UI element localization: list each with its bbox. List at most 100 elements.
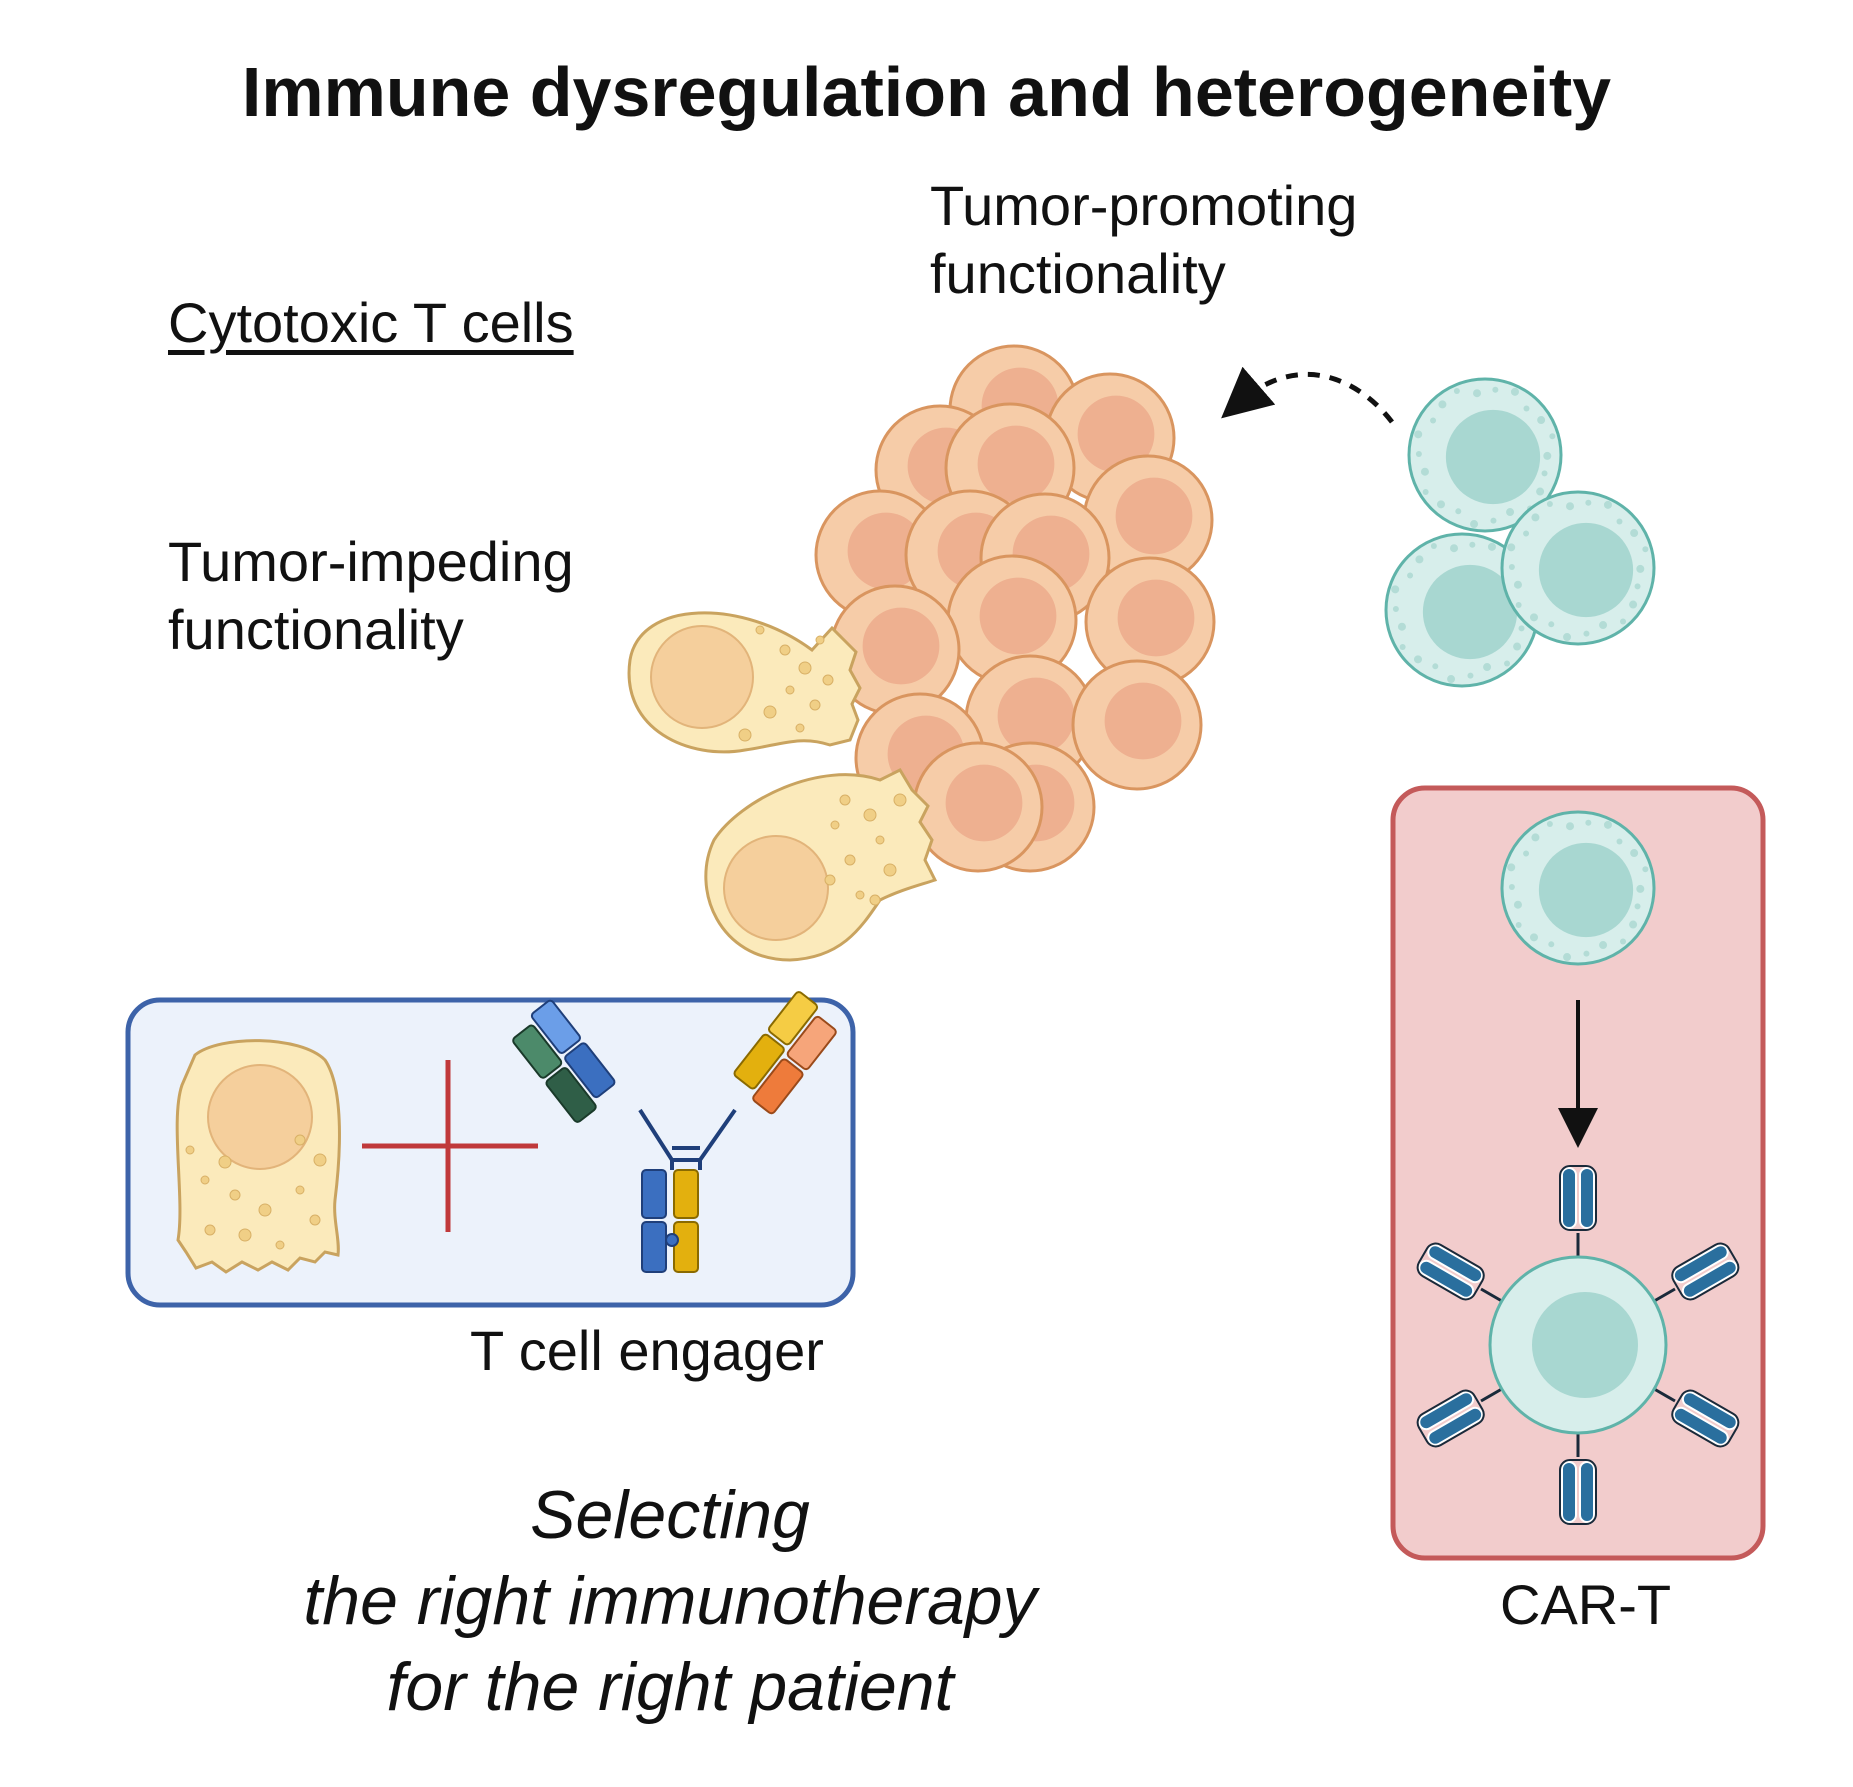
t-cell-icon xyxy=(1500,810,1656,966)
granule-dot xyxy=(883,863,897,877)
granule-dot xyxy=(1543,451,1552,460)
tumor-impeding-line-1: Tumor-impeding xyxy=(168,530,574,593)
granule-dot xyxy=(1634,903,1641,910)
granule-dot xyxy=(869,894,881,906)
granule-dot xyxy=(798,661,812,675)
granule-dot xyxy=(1483,663,1492,672)
granule-dot xyxy=(1630,849,1639,858)
granule-dot xyxy=(1392,606,1399,613)
granule-dot xyxy=(755,625,765,635)
car-receptor-icon xyxy=(1416,1242,1485,1301)
granule-dot xyxy=(1563,633,1572,642)
diagram-title: Immune dysregulation and heterogeneity xyxy=(241,53,1612,131)
granule-dot xyxy=(1455,508,1462,515)
cytotoxic-t-cells-label: Cytotoxic T cells xyxy=(168,291,574,354)
granule-dot xyxy=(238,1228,252,1242)
granule-dot xyxy=(1636,564,1645,573)
granule-dot xyxy=(1634,583,1641,590)
granule-dot xyxy=(1436,500,1445,509)
granule-dot xyxy=(1430,417,1437,424)
granule-dot xyxy=(1422,488,1429,495)
t-cell-icon xyxy=(1407,377,1563,533)
tagline-line-3: for the right patient xyxy=(386,1649,954,1725)
granule-dot xyxy=(1397,622,1406,631)
tumor-impeding-line-2: functionality xyxy=(168,598,464,661)
tumor-cell-icon xyxy=(1071,659,1203,791)
t-cell-icon xyxy=(1500,810,1656,966)
granule-dot xyxy=(1566,822,1575,831)
car-receptor-icon xyxy=(1559,1165,1597,1231)
granule-dot xyxy=(1415,451,1422,458)
cytotoxic-t-cell-icon xyxy=(704,768,938,962)
t-cell-icon xyxy=(1384,532,1540,688)
granule-dot xyxy=(295,1185,305,1195)
granule-dot xyxy=(1487,542,1496,551)
granule-dot xyxy=(785,685,795,695)
granule-dot xyxy=(1391,585,1400,594)
t-cell-group xyxy=(1384,377,1656,688)
cytotoxic-granules xyxy=(185,1134,327,1250)
granule-dot xyxy=(1566,502,1575,511)
granule-dot xyxy=(1432,663,1439,670)
granule-dot xyxy=(1541,470,1548,477)
granule-dot xyxy=(1523,405,1530,412)
granule-dot xyxy=(1537,416,1546,425)
granule-dot xyxy=(875,835,885,845)
granule-dot xyxy=(893,793,907,807)
bispecific-antibody-icon xyxy=(512,991,837,1273)
granule-dot xyxy=(1515,601,1522,608)
tumor-promoting-label: Tumor-promoting functionality xyxy=(930,172,1357,308)
granule-dot xyxy=(1616,838,1623,845)
granule-dot xyxy=(1642,546,1649,553)
granule-dot xyxy=(1508,564,1515,571)
granule-dot xyxy=(822,674,834,686)
granule-dot xyxy=(1583,630,1590,637)
granule-dot xyxy=(1450,544,1459,553)
granule-dot xyxy=(1642,866,1649,873)
granule-dot xyxy=(1508,884,1515,891)
t-cell-icon xyxy=(1500,490,1656,646)
granule-dot xyxy=(1513,580,1522,589)
granule-dot xyxy=(1549,433,1556,440)
granule-dot xyxy=(294,1134,306,1146)
granule-dot xyxy=(1467,672,1474,679)
plus-icon xyxy=(362,1060,538,1232)
granule-dot xyxy=(1515,921,1522,928)
granule-dot xyxy=(1469,541,1476,548)
granule-dot xyxy=(830,820,840,830)
granule-dot xyxy=(1523,530,1530,537)
granule-dot xyxy=(839,794,851,806)
granule-dot xyxy=(1507,863,1516,872)
granule-dot xyxy=(1548,621,1555,628)
granule-dot xyxy=(1629,920,1638,929)
granule-dot xyxy=(815,635,825,645)
granule-dot xyxy=(1536,487,1545,496)
granule-dot xyxy=(1636,884,1645,893)
granule-dot xyxy=(1546,500,1553,507)
granule-dot xyxy=(1620,618,1627,625)
car-receptor-icon xyxy=(1671,1242,1740,1301)
granule-dot xyxy=(1399,643,1406,650)
granule-dot xyxy=(738,728,752,742)
cytotoxic-t-cell-icon xyxy=(175,1039,341,1274)
granule-dot xyxy=(1506,508,1515,517)
granule-dot xyxy=(1548,941,1555,948)
granule-dot xyxy=(1531,513,1540,522)
granule-dot xyxy=(1563,953,1572,962)
granule-dot xyxy=(1529,933,1538,942)
granule-dot xyxy=(1492,386,1499,393)
granule-dot xyxy=(1546,820,1553,827)
granule-dot xyxy=(1531,833,1540,842)
granule-dot xyxy=(855,890,865,900)
granule-dot xyxy=(204,1224,216,1236)
car-receptor-icon xyxy=(1671,1389,1740,1448)
granule-dot xyxy=(1616,518,1623,525)
granule-dot xyxy=(1490,517,1497,524)
car-t-box xyxy=(1390,785,1766,1561)
tagline-line-1: Selecting xyxy=(530,1477,810,1553)
granule-dot xyxy=(1510,387,1519,396)
t-cell-engager-label: T cell engager xyxy=(470,1319,824,1382)
granule-dot xyxy=(313,1153,327,1167)
granule-dot xyxy=(1407,572,1414,579)
